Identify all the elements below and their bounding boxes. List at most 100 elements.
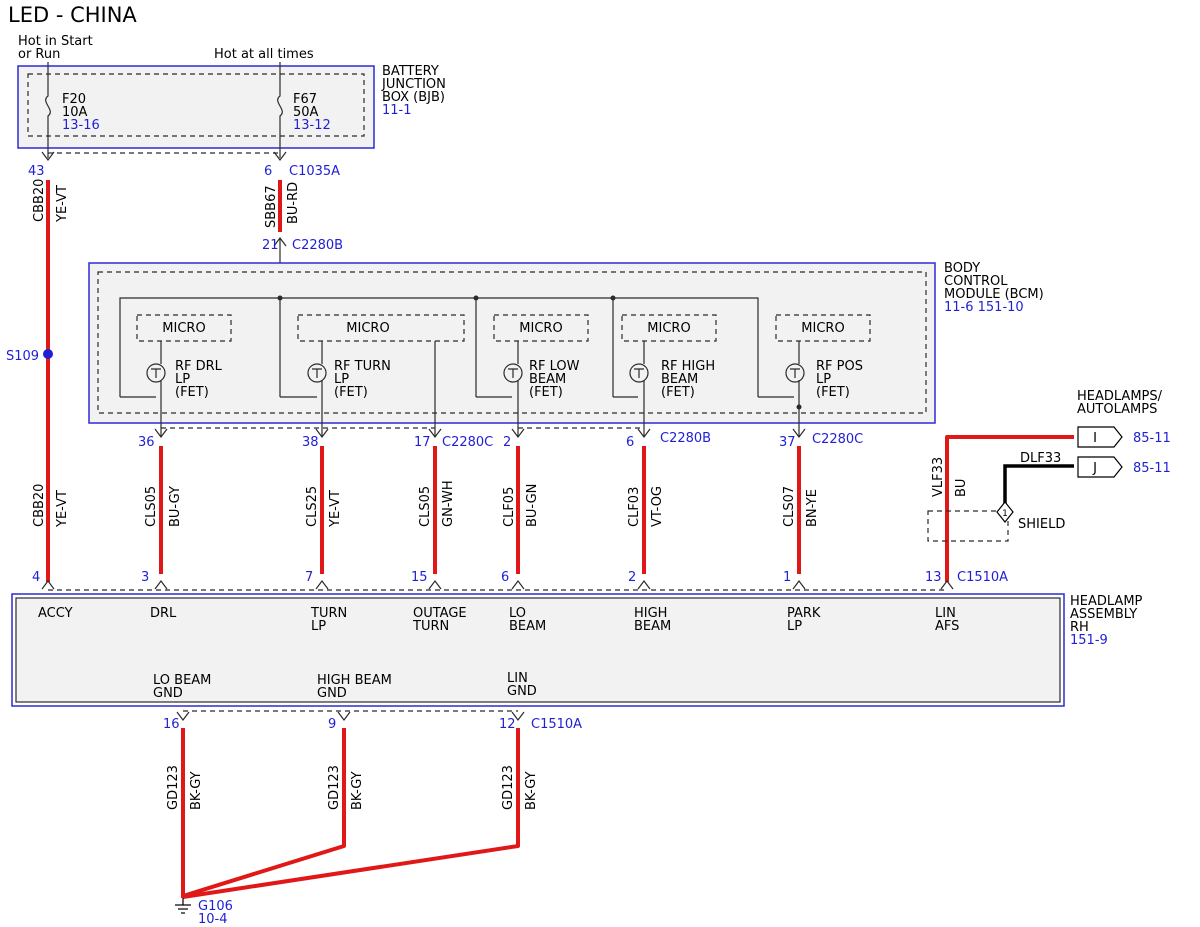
hl-pin-turn-1: TURN bbox=[310, 606, 347, 621]
wire-vlf33-circuit: VLF33 bbox=[931, 457, 946, 497]
micro-label-turn: MICRO bbox=[346, 321, 389, 336]
splice-s109-label: S109 bbox=[6, 349, 39, 364]
fet-turn-label-3: (FET) bbox=[334, 385, 368, 400]
fet-pos-label-2: LP bbox=[816, 372, 831, 387]
pin-38-label: 38 bbox=[302, 435, 319, 450]
hl-gnd-lo-1: LO BEAM bbox=[153, 673, 211, 688]
fet-turn-label-2: LP bbox=[334, 372, 349, 387]
fet-high-label-3: (FET) bbox=[661, 385, 695, 400]
fet-drl-label-1: RF DRL bbox=[175, 359, 223, 374]
pin-3-label: 3 bbox=[141, 570, 149, 585]
fet-drl-label-2: LP bbox=[175, 372, 190, 387]
pin-3-terminal-icon bbox=[154, 580, 168, 590]
pin-6-bcm-terminal-icon bbox=[637, 428, 651, 438]
pin-2-hl-label: 2 bbox=[628, 570, 636, 585]
bcm-node-3 bbox=[610, 295, 616, 301]
pin-12-label: 12 bbox=[499, 717, 516, 732]
headlamp-label-3: RH bbox=[1070, 620, 1089, 635]
fet-turn bbox=[280, 341, 327, 436]
hl-pin-drl: DRL bbox=[150, 606, 177, 621]
shield-label: SHIELD bbox=[1018, 517, 1065, 532]
micro-label-high: MICRO bbox=[647, 321, 690, 336]
hl-pin-lin-1: LIN bbox=[935, 606, 956, 621]
fet-drl-label-3: (FET) bbox=[175, 385, 209, 400]
micro-box-high bbox=[621, 314, 717, 342]
hot-all-times-label: Hot at all times bbox=[214, 47, 314, 62]
c1510a-input-label: C1510A bbox=[957, 570, 1008, 585]
fuse-f20-ref: 13-16 bbox=[62, 118, 100, 133]
pin-2-label: 2 bbox=[503, 435, 511, 450]
wire-clf05-circuit: CLF05 bbox=[502, 487, 517, 527]
diagram-title: LED - CHINA bbox=[8, 3, 137, 27]
pin-15-label: 15 bbox=[411, 570, 428, 585]
pin-9-label: 9 bbox=[328, 717, 336, 732]
fet-low-beam bbox=[476, 341, 523, 436]
micro-box-drl bbox=[136, 314, 232, 342]
wire-cls05-drl-circuit: CLS05 bbox=[144, 486, 159, 527]
wire-clf03-color: VT-OG bbox=[650, 486, 665, 527]
fet-pos-label-3: (FET) bbox=[816, 385, 850, 400]
shield-outline bbox=[927, 510, 1009, 542]
pin-2-terminal-icon bbox=[511, 428, 525, 438]
fuse-f67-rating: 50A bbox=[293, 105, 319, 120]
pin-6-terminal-icon bbox=[273, 151, 287, 161]
wire-cls05-drl-color: BU-GY bbox=[168, 486, 183, 527]
wire-dlf33 bbox=[1003, 464, 1074, 504]
hl-pin-park-1: PARK bbox=[787, 606, 821, 621]
micro-label-low: MICRO bbox=[519, 321, 562, 336]
fet-high-beam bbox=[613, 341, 649, 436]
pin-16-label: 16 bbox=[163, 717, 180, 732]
wire-cbb20-color-bottom: YE-VT bbox=[55, 490, 70, 528]
pin-13-label: 13 bbox=[925, 570, 942, 585]
bjb-box bbox=[17, 65, 375, 149]
fuse-f67-icon bbox=[277, 62, 283, 158]
fuse-f20-rating: 10A bbox=[62, 105, 88, 120]
wire-cls07-color: BN-YE bbox=[805, 489, 820, 527]
fuse-f20-name: F20 bbox=[62, 92, 86, 107]
wire-cls07-circuit: CLS07 bbox=[782, 486, 797, 527]
wire-cls25-color: YE-VT bbox=[328, 490, 343, 528]
pin-4-terminal-icon bbox=[41, 580, 55, 590]
pin-43-terminal-icon bbox=[41, 151, 55, 161]
micro-label-pos: MICRO bbox=[801, 321, 844, 336]
headlamps-autolamps-label-2: AUTOLAMPS bbox=[1077, 402, 1157, 417]
shield-diamond-number: 1 bbox=[1002, 509, 1008, 519]
hl-gnd-lo-2: GND bbox=[153, 686, 183, 701]
pin-17-label: 17 bbox=[414, 435, 431, 450]
bjb-inner-outline bbox=[27, 73, 365, 137]
bcm-power-bus bbox=[119, 297, 759, 397]
pin-13-terminal-icon bbox=[940, 580, 954, 590]
pin-36-label: 36 bbox=[138, 435, 155, 450]
wire-gd123-lin-circuit: GD123 bbox=[501, 765, 516, 810]
pin-7-label: 7 bbox=[305, 570, 313, 585]
headlamp-label-1: HEADLAMP bbox=[1070, 594, 1143, 609]
c2280c-mid-label: C2280C bbox=[442, 435, 493, 450]
wire-cls25-circuit: CLS25 bbox=[305, 486, 320, 527]
c2280b-top-label: C2280B bbox=[292, 238, 343, 253]
hl-gnd-high-1: HIGH BEAM bbox=[317, 673, 392, 688]
headlamp-inner-box bbox=[15, 597, 1061, 703]
c1035a-label: C1035A bbox=[289, 164, 340, 179]
headlamp-assembly-box bbox=[11, 593, 1065, 707]
pin-2-hl-terminal-icon bbox=[637, 580, 651, 590]
fet-pos bbox=[758, 341, 805, 436]
wire-gd123-lo-circuit: GD123 bbox=[166, 765, 181, 810]
bcm-label-2: CONTROL bbox=[944, 274, 1008, 289]
pin-6-bjb-label: 6 bbox=[264, 164, 272, 179]
bcm-label-3: MODULE (BCM) bbox=[944, 287, 1044, 302]
wire-cbb20-circuit-top: CBB20 bbox=[32, 179, 47, 222]
hl-pin-lin-2: AFS bbox=[935, 619, 959, 634]
headlamp-label-2: ASSEMBLY bbox=[1070, 607, 1137, 622]
ground-g106-label: G106 bbox=[198, 899, 233, 914]
bjb-label-1: BATTERY bbox=[382, 64, 439, 79]
wire-sbb67-color: BU-RD bbox=[286, 182, 301, 224]
wire-gd123-high-color: BK-GY bbox=[350, 771, 365, 810]
hl-pin-high-2: BEAM bbox=[634, 619, 671, 634]
pin-1-terminal-icon bbox=[792, 580, 806, 590]
hl-pin-accy: ACCY bbox=[38, 606, 73, 621]
c1510a-ground-label: C1510A bbox=[531, 717, 582, 732]
fet-low-label-3: (FET) bbox=[529, 385, 563, 400]
wire-gd123-lo-color: BK-GY bbox=[189, 771, 204, 810]
splice-s109-dot bbox=[43, 349, 53, 359]
